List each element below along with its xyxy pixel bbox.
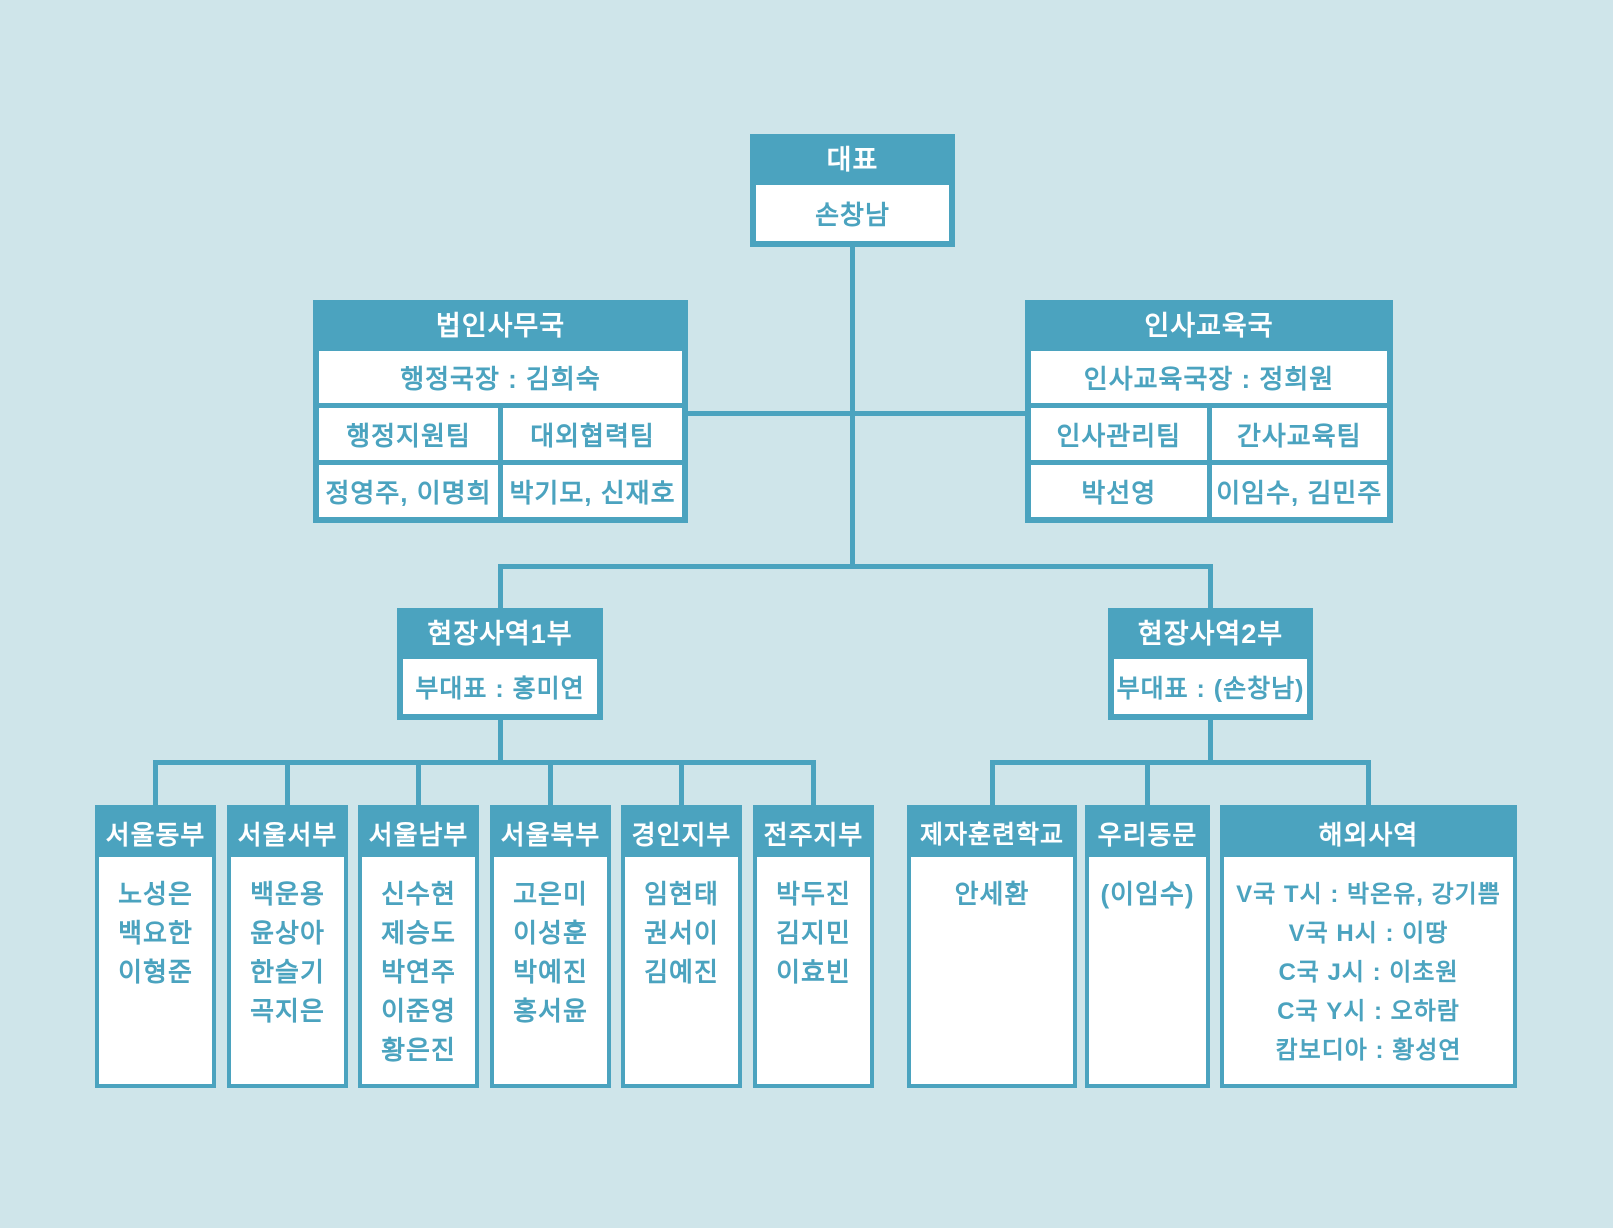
branch-title: 서울북부: [494, 809, 607, 857]
member-name: 백요한: [118, 918, 193, 948]
member-name: 한슬기: [250, 957, 325, 987]
team-members: 박기모, 신재호: [503, 465, 682, 517]
member-name: C국 Y시 : 오하람: [1277, 998, 1460, 1025]
branch-title: 전주지부: [757, 809, 870, 857]
division-title: 현장사역2부: [1137, 618, 1284, 649]
team-members: 이임수, 김민주: [1211, 465, 1387, 517]
branch-title: 서울남부: [362, 809, 475, 857]
department-director: 행정국장 : 김희숙: [319, 351, 682, 403]
member-name: 이효빈: [776, 957, 851, 987]
member-name: 박연주: [381, 957, 456, 987]
connector-division2-stub: [1208, 567, 1213, 608]
division-field-ministry-2: 현장사역2부 부대표 : (손창남): [1108, 608, 1313, 720]
connector-branch-seoul-north-stub: [548, 762, 553, 805]
member-name: 백운용: [250, 879, 325, 909]
branch-alumni: 우리동문 (이임수): [1085, 805, 1210, 1088]
connector-branch-seoul-west-stub: [285, 762, 290, 805]
connector-branch-alumni-stub: [1145, 762, 1150, 805]
team-name: 행정지원팀: [319, 408, 498, 460]
member-name: 김지민: [776, 918, 851, 948]
ceo-title: 대표: [826, 144, 879, 175]
team-name: 인사관리팀: [1031, 408, 1207, 460]
member-name: 윤상아: [250, 918, 325, 948]
connector-branch-seoul-south-stub: [416, 762, 421, 805]
connector-branches1-horizontal: [153, 760, 816, 765]
member-name: 박예진: [513, 957, 588, 987]
member-name: 황은진: [381, 1035, 456, 1065]
department-hr-education: 인사교육국 인사교육국장 : 정희원 인사관리팀 간사교육팀 박선영 이임수, …: [1025, 300, 1393, 523]
connector-branch-overseas-stub: [1366, 762, 1371, 805]
connector-branches2-horizontal: [990, 760, 1371, 765]
connector-ceo-vertical: [850, 245, 855, 569]
member-name: 이준영: [381, 996, 456, 1026]
member-name: V국 H시 : 이땅: [1288, 920, 1449, 947]
member-name: 고은미: [513, 879, 588, 909]
branch-seoul-north: 서울북부 고은미 이성훈 박예진 홍서윤: [490, 805, 611, 1088]
member-name: 임현태: [644, 879, 719, 909]
member-name: 캄보디아 : 황성연: [1275, 1037, 1462, 1064]
division-deputy: 부대표 : 홍미연: [403, 659, 597, 714]
branch-overseas-ministry: 해외사역 V국 T시 : 박온유, 강기쁨 V국 H시 : 이땅 C국 J시 :…: [1220, 805, 1517, 1088]
member-name: 이성훈: [513, 918, 588, 948]
branch-title: 제자훈련학교: [911, 809, 1073, 857]
connector-branch-school-stub: [990, 762, 995, 805]
branch-title: 경인지부: [625, 809, 738, 857]
branch-seoul-west: 서울서부 백운용 윤상아 한슬기 곡지은: [227, 805, 348, 1088]
connector-division1-stub: [498, 567, 503, 608]
branch-jeonju: 전주지부 박두진 김지민 이효빈: [753, 805, 874, 1088]
member-name: 권서이: [644, 918, 719, 948]
department-director: 인사교육국장 : 정희원: [1031, 351, 1387, 403]
member-name: 신수현: [381, 879, 456, 909]
department-title: 인사교육국: [1144, 310, 1274, 341]
branch-seoul-south: 서울남부 신수현 제승도 박연주 이준영 황은진: [358, 805, 479, 1088]
connector-departments-horizontal: [688, 411, 1025, 416]
member-name: (이임수): [1100, 879, 1195, 909]
member-name: 이형준: [118, 957, 193, 987]
member-name: V국 T시 : 박온유, 강기쁨: [1236, 881, 1501, 908]
member-name: 홍서윤: [513, 996, 588, 1026]
member-name: 곡지은: [250, 996, 325, 1026]
team-name: 대외협력팀: [503, 408, 682, 460]
branch-seoul-east: 서울동부 노성은 백요한 이형준: [95, 805, 216, 1088]
team-name: 간사교육팀: [1211, 408, 1387, 460]
connector-division2-down: [1208, 718, 1213, 765]
connector-branch-gyeongin-stub: [679, 762, 684, 805]
ceo-box: 대표 손창남: [750, 134, 955, 247]
team-members: 박선영: [1031, 465, 1207, 517]
division-field-ministry-1: 현장사역1부 부대표 : 홍미연: [397, 608, 603, 720]
division-title: 현장사역1부: [427, 618, 573, 649]
branch-title: 서울서부: [231, 809, 344, 857]
member-name: 안세환: [954, 879, 1030, 909]
connector-division1-down: [498, 718, 503, 765]
branch-gyeongin: 경인지부 임현태 권서이 김예진: [621, 805, 742, 1088]
member-name: 김예진: [644, 957, 719, 987]
branch-discipleship-school: 제자훈련학교 안세환: [907, 805, 1077, 1088]
member-name: C국 J시 : 이초원: [1278, 959, 1459, 986]
connector-branch-seoul-east-stub: [153, 762, 158, 805]
department-title: 법인사무국: [435, 310, 566, 341]
branch-title: 우리동문: [1089, 809, 1206, 857]
division-deputy: 부대표 : (손창남): [1114, 659, 1307, 714]
department-corporate-office: 법인사무국 행정국장 : 김희숙 행정지원팀 대외협력팀 정영주, 이명희 박기…: [313, 300, 688, 523]
branch-title: 해외사역: [1224, 809, 1513, 857]
ceo-name: 손창남: [756, 185, 949, 241]
member-name: 제승도: [381, 918, 456, 948]
connector-branch-jeonju-stub: [811, 762, 816, 805]
member-name: 노성은: [118, 879, 193, 909]
member-name: 박두진: [776, 879, 851, 909]
team-members: 정영주, 이명희: [319, 465, 498, 517]
connector-divisions-horizontal: [498, 564, 1213, 569]
branch-title: 서울동부: [99, 809, 212, 857]
